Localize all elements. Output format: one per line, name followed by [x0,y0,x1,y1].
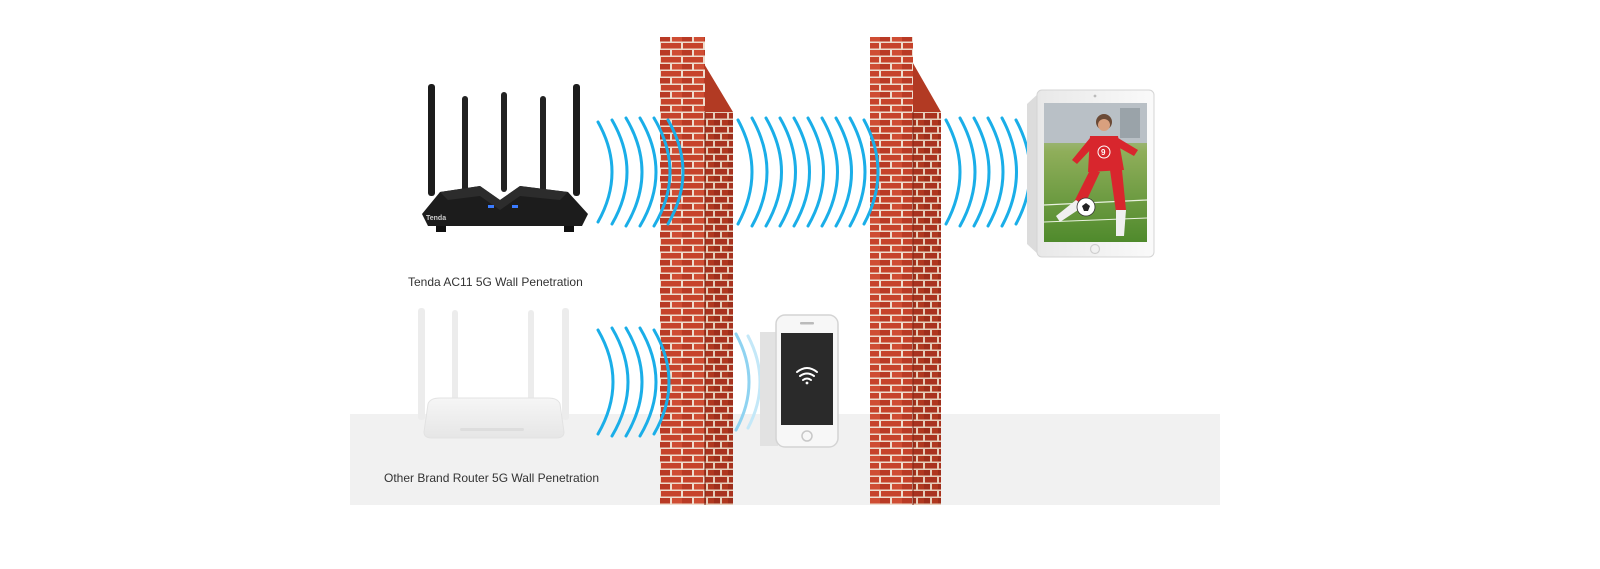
signal-waves-other [596,326,762,438]
signal-waves-tenda [596,116,1032,228]
caption-other-brand-router: Other Brand Router 5G Wall Penetration [384,471,599,485]
brick-wall-1 [660,37,733,505]
wifi-icon [796,367,818,385]
jersey-number: 9 [1101,148,1106,157]
router-brand-label: Tenda [426,215,446,222]
caption-tenda-router: Tenda AC11 5G Wall Penetration [408,275,583,289]
brick-wall-2 [870,37,941,505]
tenda-router: Tenda [422,84,588,232]
tablet-screen-soccer-photo: 9 [1043,103,1148,242]
other-brand-router [418,308,569,439]
smartphone [760,314,839,448]
tablet: 9 [1027,89,1155,258]
